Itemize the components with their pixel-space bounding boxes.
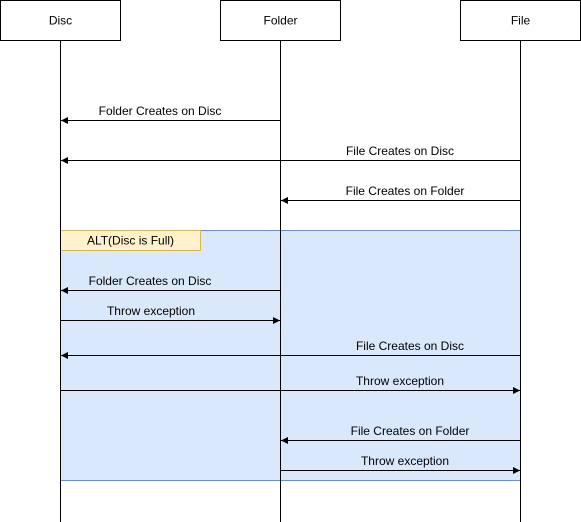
message-9[interactable]: Throw exception bbox=[280, 454, 521, 474]
message-label: Throw exception bbox=[361, 454, 449, 468]
message-label: Folder Creates on Disc bbox=[99, 104, 222, 118]
message-label: File Creates on Folder bbox=[346, 184, 465, 198]
message-8[interactable]: File Creates on Folder bbox=[281, 424, 521, 444]
participant-file-label: File bbox=[511, 14, 531, 28]
alt-fragment-label: ALT(Disc is Full) bbox=[87, 234, 174, 248]
message-4[interactable]: Folder Creates on Disc bbox=[61, 274, 281, 294]
message-7[interactable]: Throw exception bbox=[60, 374, 521, 394]
participant-folder[interactable]: Folder bbox=[220, 0, 341, 41]
participant-disc[interactable]: Disc bbox=[0, 0, 121, 41]
participant-file[interactable]: File bbox=[460, 0, 581, 41]
message-label: Folder Creates on Disc bbox=[89, 274, 212, 288]
message-label: Throw exception bbox=[107, 304, 195, 318]
message-label: File Creates on Disc bbox=[346, 144, 454, 158]
message-5[interactable]: Throw exception bbox=[60, 304, 281, 324]
participant-folder-label: Folder bbox=[263, 14, 297, 28]
message-3[interactable]: File Creates on Folder bbox=[281, 184, 521, 204]
message-1[interactable]: Folder Creates on Disc bbox=[61, 104, 281, 124]
message-label: Throw exception bbox=[356, 374, 444, 388]
message-label: File Creates on Disc bbox=[356, 339, 464, 353]
participant-disc-label: Disc bbox=[49, 14, 72, 28]
message-6[interactable]: File Creates on Disc bbox=[61, 339, 521, 359]
message-label: File Creates on Folder bbox=[351, 424, 470, 438]
message-2[interactable]: File Creates on Disc bbox=[61, 144, 521, 164]
